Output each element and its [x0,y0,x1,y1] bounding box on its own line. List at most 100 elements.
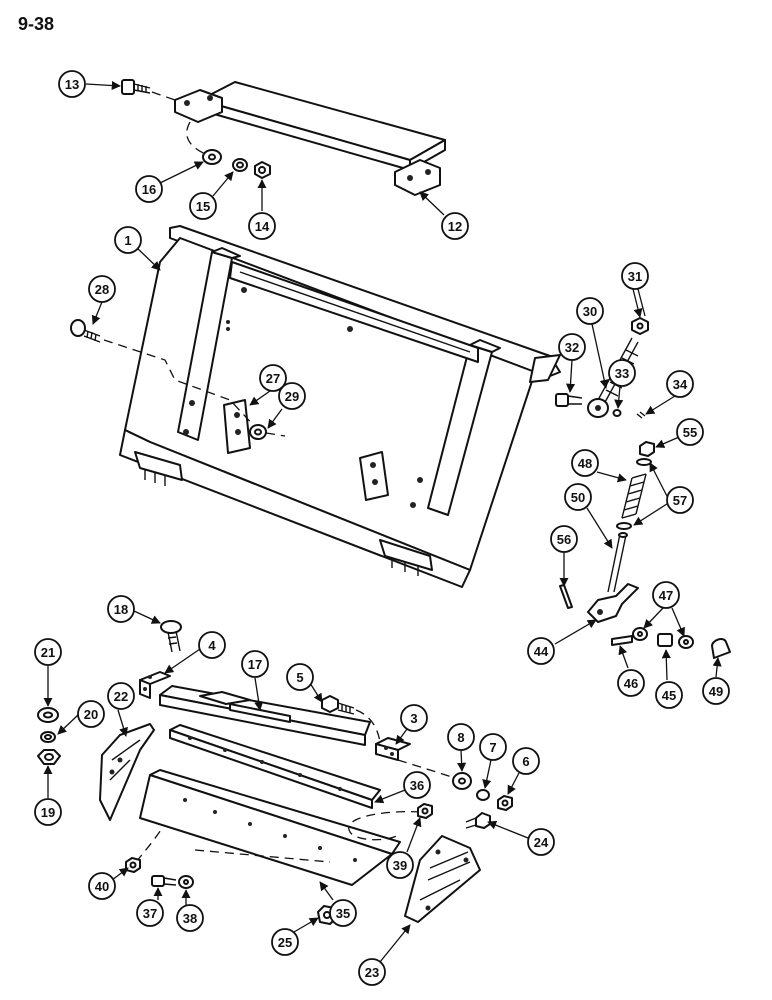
svg-text:31: 31 [628,269,642,284]
page-label: 9-38 [18,14,55,34]
svg-text:1: 1 [124,233,131,248]
callout-27: 27 [259,364,287,392]
cover-plate [174,81,446,196]
svg-text:20: 20 [84,707,98,722]
callout-44: 44 [527,637,555,665]
svg-text:27: 27 [266,371,280,386]
callout-22: 22 [107,682,135,710]
svg-text:23: 23 [365,965,379,980]
callout-1: 1 [114,226,142,254]
nut-29 [249,424,286,440]
svg-text:21: 21 [41,645,55,660]
plate-27-b [359,451,389,501]
callout-34: 34 [666,370,694,398]
callout-13: 13 [58,70,86,98]
svg-text:46: 46 [624,676,638,691]
adjuster-assembly [555,317,731,659]
bolt-5 [321,695,381,743]
callout-49: 49 [702,677,730,705]
callout-32: 32 [558,333,586,361]
callout-35: 35 [329,899,357,927]
carriage-bolt-28 [70,319,259,431]
svg-text:32: 32 [565,340,579,355]
callout-48: 48 [571,449,599,477]
callout-46: 46 [617,669,645,697]
hardware-21-20-19 [37,707,61,765]
svg-text:22: 22 [114,689,128,704]
svg-text:29: 29 [285,389,299,404]
bolt-13 [121,79,176,101]
callout-56: 56 [550,525,578,553]
callout-7: 7 [479,733,507,761]
svg-text:12: 12 [448,219,462,234]
main-frame [119,225,561,588]
svg-text:33: 33 [615,366,629,381]
svg-text:15: 15 [196,199,210,214]
svg-text:57: 57 [673,493,687,508]
callout-3: 3 [400,704,428,732]
svg-text:30: 30 [583,304,597,319]
carriage-bolt-18 [160,620,182,653]
svg-text:37: 37 [143,906,157,921]
callout-45: 45 [655,681,683,709]
bolt-path-36 [348,810,421,841]
callout-19: 19 [34,798,62,826]
leader-lines [43,80,722,963]
svg-text:5: 5 [296,670,303,685]
angle-17 [159,685,371,746]
plate-27-a [223,399,251,454]
callout-33: 33 [608,359,636,387]
hardware-40-37-38 [125,857,194,889]
svg-text:19: 19 [41,805,55,820]
callouts: 13 16 15 14 12 1 28 27 29 31 30 32 33 34… [34,70,730,986]
bolt-path-38 [194,849,331,863]
callout-30: 30 [576,297,604,325]
callout-18: 18 [107,595,135,623]
bolt-path-40 [135,824,165,863]
strip-36 [169,724,381,809]
hardware-8-7-6 [452,772,513,811]
svg-text:28: 28 [95,282,109,297]
callout-25: 25 [271,928,299,956]
hardware-16-15-14 [202,149,271,179]
callout-4: 4 [198,631,226,659]
svg-text:39: 39 [393,858,407,873]
svg-text:7: 7 [489,740,496,755]
svg-text:3: 3 [410,711,417,726]
callout-36: 36 [403,771,431,799]
callout-23: 23 [358,958,386,986]
callout-5: 5 [286,663,314,691]
bracket-4 [139,671,171,699]
svg-text:18: 18 [114,602,128,617]
callout-15: 15 [189,192,217,220]
svg-text:50: 50 [571,490,585,505]
callout-8: 8 [447,723,475,751]
callout-21: 21 [34,638,62,666]
nut-39 [417,803,433,819]
svg-text:44: 44 [534,644,549,659]
bolt-24 [465,812,491,829]
callout-28: 28 [88,275,116,303]
svg-text:36: 36 [410,778,424,793]
bracket-3 [375,737,411,761]
callout-29: 29 [278,382,306,410]
callout-40: 40 [88,872,116,900]
svg-text:14: 14 [255,219,270,234]
callout-37: 37 [136,899,164,927]
svg-text:48: 48 [578,456,592,471]
svg-text:8: 8 [457,730,464,745]
callout-39: 39 [386,851,414,879]
callout-20: 20 [77,700,105,728]
callout-47: 47 [652,581,680,609]
bolt-path-13 [186,121,211,157]
edge-35 [139,769,401,886]
svg-text:16: 16 [142,182,156,197]
svg-text:24: 24 [534,835,549,850]
svg-text:13: 13 [65,77,79,92]
callout-14: 14 [248,212,276,240]
svg-text:6: 6 [522,754,529,769]
callout-6: 6 [512,747,540,775]
svg-text:25: 25 [278,935,292,950]
callout-24: 24 [527,828,555,856]
